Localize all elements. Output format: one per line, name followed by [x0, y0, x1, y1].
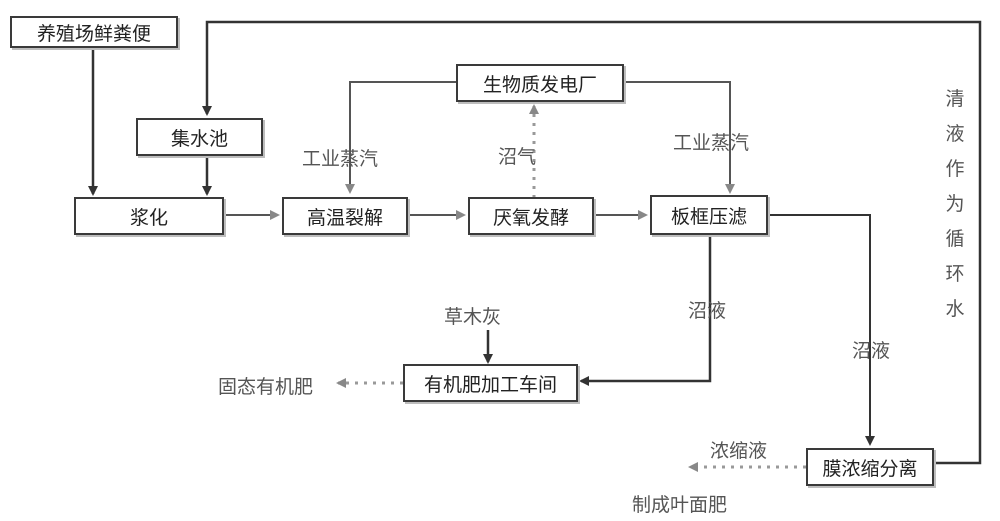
node-collection-pool: 集水池 [136, 118, 263, 156]
arrow-press-to-membrane [768, 214, 875, 446]
label-biogas: 沼气 [498, 146, 537, 168]
node-membrane: 膜浓缩分离 [806, 448, 934, 486]
node-power-plant: 生物质发电厂 [456, 64, 624, 102]
arrow-recycle-water-loop [202, 20, 982, 465]
label-concentrate: 浓缩液 [710, 440, 768, 462]
label-recycle-water-char: 液 [945, 123, 965, 145]
node-fertilizer-workshop: 有机肥加工车间 [403, 364, 578, 402]
label-steam-right: 工业蒸汽 [673, 132, 750, 154]
arrow-press-to-workshop [579, 236, 712, 386]
node-manure: 养殖场鲜粪便 [10, 16, 178, 48]
label-recycle-water-char: 环 [945, 263, 965, 285]
node-anaerobic: 厌氧发酵 [468, 197, 594, 235]
label-steam-left: 工业蒸汽 [302, 148, 379, 170]
arrow-steam-to-pyrolysis [345, 81, 456, 194]
label-biogas-slurry-2: 沼液 [852, 340, 891, 362]
label-solid-fertilizer: 固态有机肥 [218, 376, 314, 398]
label-biogas-slurry-1: 沼液 [688, 300, 727, 322]
label-recycle-water-char: 作 [945, 158, 965, 180]
label-recycle-water-char: 水 [945, 298, 965, 320]
label-recycle-water-char: 循 [945, 228, 965, 250]
label-ash: 草木灰 [444, 306, 502, 328]
node-slurry: 浆化 [74, 197, 224, 235]
label-recycle-water-char: 为 [945, 193, 965, 215]
label-recycle-water-char: 清 [945, 88, 965, 110]
arrow-steam-to-press [624, 81, 735, 194]
label-foliar-fertilizer: 制成叶面肥 [632, 494, 728, 516]
node-pyrolysis: 高温裂解 [282, 197, 408, 235]
node-plate-press: 板框压滤 [650, 195, 768, 235]
label-recycle-water: 清 液 作 为 循 环 水 [944, 82, 966, 327]
